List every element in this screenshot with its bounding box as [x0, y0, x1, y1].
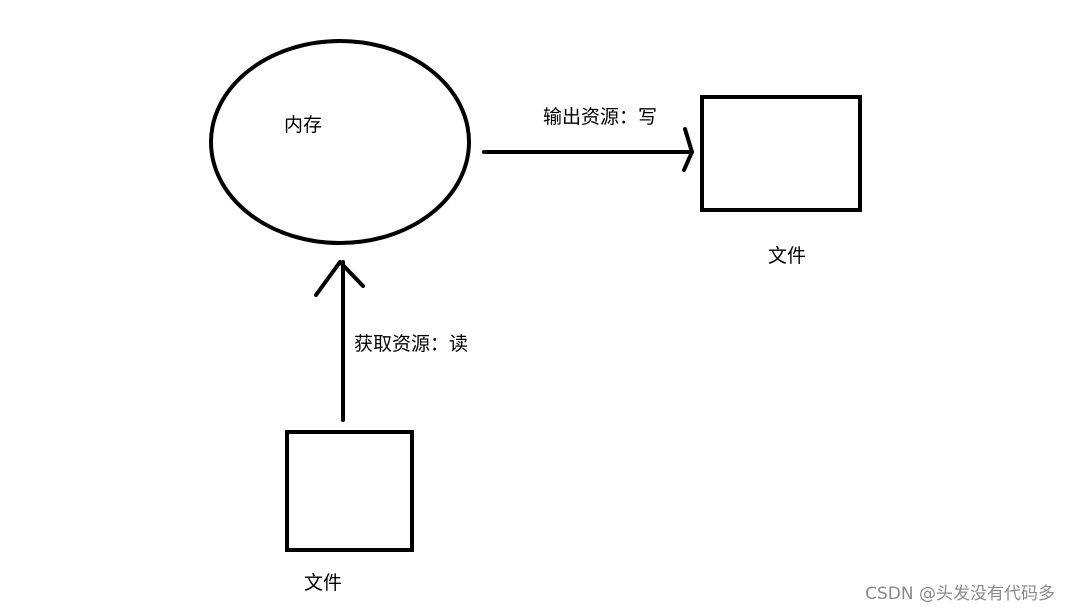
watermark-text: CSDN @头发没有代码多 [865, 584, 1055, 604]
output-file-node [700, 95, 862, 212]
read-arrow-head [314, 260, 365, 297]
write-arrow-head [682, 127, 694, 172]
memory-label: 内存 [284, 114, 323, 136]
input-file-label: 文件 [304, 572, 343, 594]
input-file-node [285, 430, 414, 552]
memory-node [209, 39, 471, 245]
read-arrow-label: 获取资源：读 [354, 333, 469, 355]
write-arrow-label: 输出资源：写 [543, 106, 658, 128]
output-file-label: 文件 [768, 245, 807, 267]
